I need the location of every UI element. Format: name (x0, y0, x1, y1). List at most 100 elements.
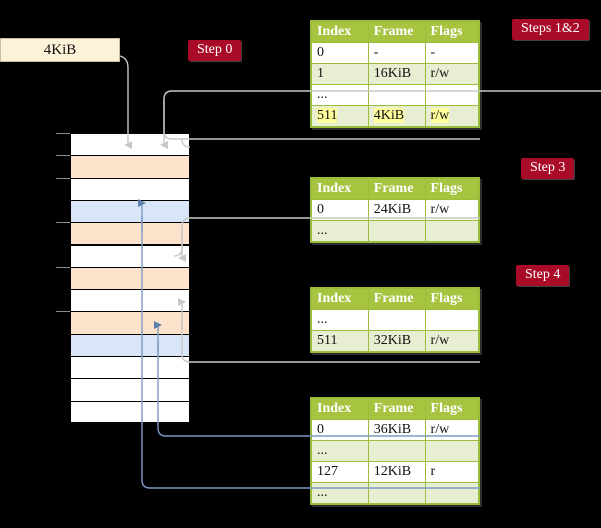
label-4kib: 4KiB (0, 38, 120, 62)
table-cell: 511 (311, 105, 369, 127)
cell-text: 1 (317, 66, 324, 81)
table-cell: ... (311, 440, 369, 462)
memory-frame-row (70, 222, 190, 245)
memory-frame-row (70, 199, 190, 223)
column-header-index: Index (311, 178, 369, 200)
column-header-frame: Frame (367, 398, 426, 420)
table-cell: ... (311, 84, 369, 106)
memory-tick (56, 311, 70, 313)
column-header-frame: Frame (367, 21, 426, 43)
table-cell: r/w (424, 199, 480, 221)
column-header-index: Index (311, 21, 369, 43)
table-cell: 511 (311, 330, 369, 352)
table-row: ... (311, 84, 480, 106)
table-row: 511 4KiB r/w (311, 105, 480, 127)
column-header-flags: Flags (424, 178, 480, 200)
memory-frame-row (70, 378, 190, 401)
table-row: 0 24KiB r/w (311, 199, 480, 221)
cell-text: r/w (430, 422, 450, 437)
memory-frame-row (70, 266, 190, 290)
table-row: 0 - - (311, 42, 480, 64)
table-cell (424, 482, 480, 504)
cell-text: 0 (317, 422, 324, 437)
table-cell: ... (311, 309, 369, 331)
table-cell (367, 482, 426, 504)
cell-text: 24KiB (373, 202, 412, 217)
physical-memory-column (70, 133, 190, 423)
cell-text: ... (317, 443, 328, 458)
memory-frame-row (70, 244, 190, 267)
cell-text: 511 (317, 333, 338, 348)
cell-text: ... (317, 223, 328, 238)
column-header-flags: Flags (424, 398, 480, 420)
table-cell: 32KiB (367, 330, 426, 352)
table-cell: 0 (311, 42, 369, 64)
memory-frame-row (70, 356, 190, 379)
table-cell (367, 84, 426, 106)
table-cell (424, 84, 480, 106)
table-cell: r (424, 461, 480, 483)
cell-text: - (373, 45, 379, 60)
table-row: ... (311, 309, 480, 331)
memory-frame-row (70, 133, 190, 156)
table-cell (424, 220, 480, 242)
memory-frame-row (70, 400, 190, 423)
column-header-index: Index (311, 398, 369, 420)
cell-text: 36KiB (373, 422, 412, 437)
table-cell: 127 (311, 461, 369, 483)
cell-text: r/w (430, 333, 450, 348)
table-cell (424, 309, 480, 331)
table-cell: r/w (424, 63, 480, 85)
memory-frame-row (70, 333, 190, 356)
column-header-frame: Frame (367, 288, 426, 310)
memory-tick (56, 133, 70, 134)
table-cell: ... (311, 220, 369, 242)
table-cell: 1 (311, 63, 369, 85)
table-row: 0 36KiB r/w (311, 419, 480, 441)
cell-text: r/w (430, 108, 450, 123)
column-header-frame: Frame (367, 178, 426, 200)
cell-text: 12KiB (373, 464, 412, 479)
memory-tick (56, 177, 70, 179)
cell-text: r/w (430, 66, 450, 81)
table-cell: r/w (424, 105, 480, 127)
badge-step-0: Step 0 (188, 40, 242, 61)
table-row: ... (311, 440, 480, 462)
label-4kib-text: 4KiB (43, 41, 77, 58)
table-cell: 36KiB (367, 419, 426, 441)
cell-text: ... (317, 485, 328, 500)
table-cell: 24KiB (367, 199, 426, 221)
table-cell (367, 220, 426, 242)
table-row: 1 16KiB r/w (311, 63, 480, 85)
table-cell: 16KiB (367, 63, 426, 85)
badge-step-4: Step 4 (516, 265, 570, 286)
table-cell: ... (311, 482, 369, 504)
cell-text: - (430, 45, 436, 60)
memory-frame-row (70, 289, 190, 312)
badge-step-3: Step 3 (521, 158, 575, 179)
table-row: ... (311, 482, 480, 504)
cell-text: ... (317, 87, 328, 102)
memory-tick (56, 266, 70, 268)
cell-text: 0 (317, 202, 324, 217)
table-cell (367, 309, 426, 331)
table-cell: 12KiB (367, 461, 426, 483)
table-row: 127 12KiB r (311, 461, 480, 483)
table-cell: 0 (311, 419, 369, 441)
cell-text: 511 (317, 108, 338, 123)
table-cell: r/w (424, 330, 480, 352)
column-header-flags: Flags (424, 288, 480, 310)
table-row: 511 32KiB r/w (311, 330, 480, 352)
table-cell: - (367, 42, 426, 64)
column-header-index: Index (311, 288, 369, 310)
table-row: ... (311, 220, 480, 242)
table-cell: r/w (424, 419, 480, 441)
cell-text: 0 (317, 45, 324, 60)
cell-text: 16KiB (373, 66, 412, 81)
cell-text: 4KiB (373, 108, 405, 123)
memory-tick (56, 222, 70, 224)
